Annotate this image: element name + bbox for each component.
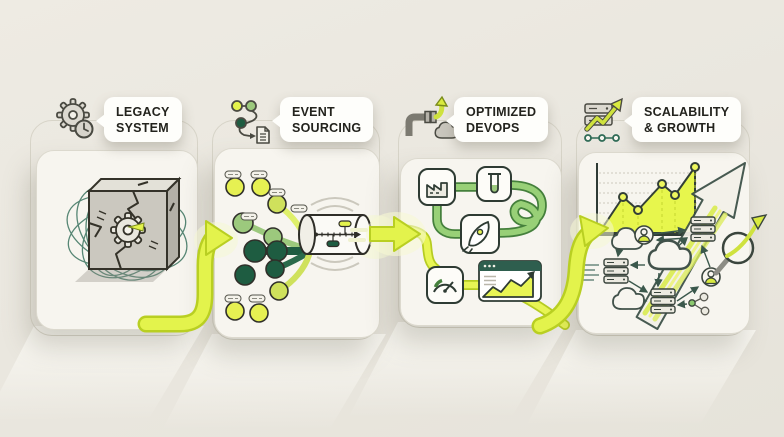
- server-stacks: [603, 216, 716, 314]
- shadow-wedge: [156, 334, 386, 437]
- legacy-system-illustration: [66, 176, 188, 282]
- green-pipes: [432, 180, 547, 239]
- event-stream-icon: [228, 96, 276, 148]
- pipe-arrow-icon: [404, 95, 460, 148]
- label-line: DEVOPS: [466, 121, 520, 135]
- cracks: [88, 181, 175, 270]
- label-scalability-growth: SCALABILITY & GROWTH: [623, 97, 742, 142]
- shadow-wedge: [0, 326, 204, 434]
- analytics-window: [478, 260, 542, 302]
- node-cluster: [688, 292, 710, 316]
- label-line: SOURCING: [292, 121, 362, 135]
- devops-pipeline-illustration: [392, 166, 570, 330]
- deploy-node: [460, 214, 500, 254]
- cloud-icon: [612, 287, 645, 310]
- factory-node: [418, 168, 456, 206]
- ripple-waves: [310, 197, 360, 271]
- document-icon: [256, 126, 270, 144]
- shadow-wedge: [520, 330, 756, 437]
- magnifier-growth-icon: [713, 213, 768, 276]
- gauge-icon: [433, 283, 457, 293]
- label-optimized-devops: OPTIMIZED DEVOPS: [445, 97, 549, 142]
- server-stack-icon: [603, 258, 629, 284]
- cracked-cube: [75, 176, 182, 282]
- server-stack-icon: [650, 288, 676, 314]
- label-event-sourcing: EVENT SOURCING: [271, 97, 374, 142]
- event-log-cylinder: [298, 214, 372, 255]
- pipeline-nodes: [418, 166, 542, 304]
- label-line: LEGACY: [116, 105, 170, 119]
- window-titlebar: [479, 261, 541, 271]
- label-line: & GROWTH: [644, 121, 716, 135]
- label-line: SCALABILITY: [644, 105, 730, 119]
- label-legacy-system: LEGACY SYSTEM: [96, 97, 182, 142]
- server-stack-icon: [690, 216, 716, 242]
- shadow-wedge: [342, 322, 568, 430]
- clouds: [611, 227, 692, 310]
- test-node: [476, 166, 512, 202]
- server-growth-icon: [580, 96, 628, 148]
- user-icon: [634, 225, 654, 245]
- gear-clock-icon: [52, 96, 100, 148]
- label-line: EVENT: [292, 105, 335, 119]
- card-scalability-growth: [578, 152, 768, 334]
- card-legacy-system: [36, 150, 198, 330]
- test-tube-liquid: [491, 185, 498, 193]
- event-label-pills: [224, 170, 308, 303]
- cloud-icon: [647, 239, 692, 271]
- card-event-sourcing: [214, 148, 401, 338]
- stressed-gear-icon: [110, 212, 146, 248]
- user-nodes: [634, 225, 721, 287]
- test-tube-icon: [490, 174, 499, 194]
- card-optimized-devops: [392, 158, 570, 330]
- label-line: OPTIMIZED: [466, 105, 537, 119]
- event-sourcing-illustration: [224, 170, 401, 323]
- label-line: SYSTEM: [116, 121, 169, 135]
- scalability-illustration: [579, 162, 768, 330]
- monitor-node: [426, 266, 464, 304]
- growth-area-chart: [596, 162, 701, 236]
